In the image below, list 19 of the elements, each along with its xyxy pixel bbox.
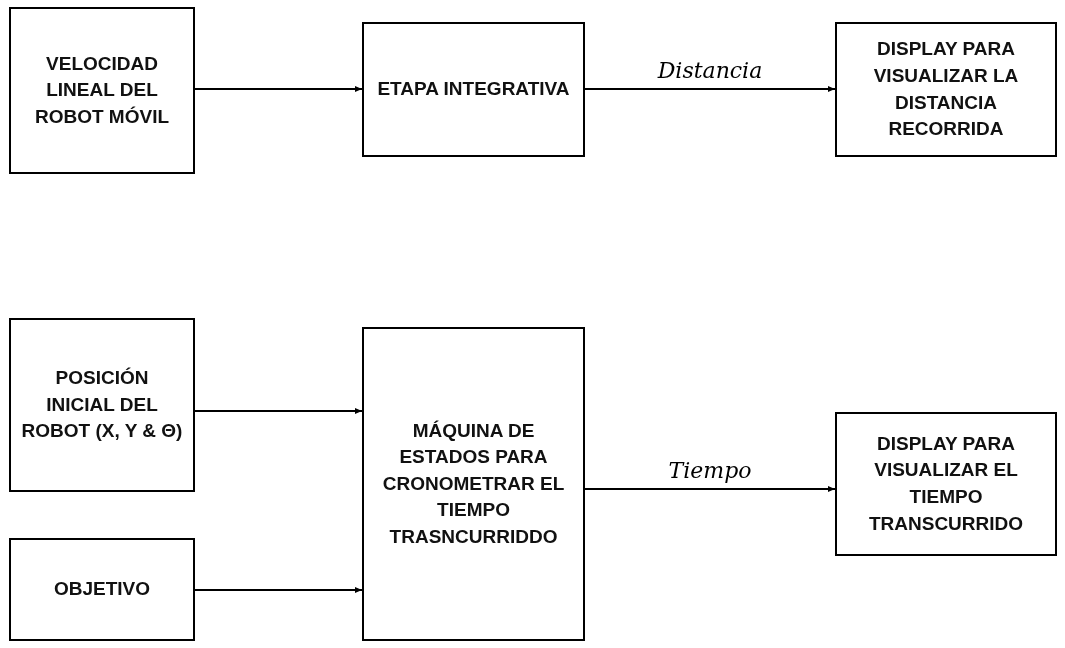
arrow bbox=[194, 587, 363, 593]
process-box bbox=[362, 22, 585, 157]
arrow bbox=[194, 86, 363, 92]
process-box bbox=[362, 327, 585, 641]
process-box bbox=[9, 538, 195, 641]
box-label: POSICIÓN INICIAL DEL ROBOT (X, Y & Θ) bbox=[20, 366, 184, 444]
process-box bbox=[835, 412, 1057, 556]
box-label: MÁQUINA DE ESTADOS PARA CRONOMETRAR EL TIEMPO TRASNCURRIDDO bbox=[381, 418, 566, 549]
process-box bbox=[9, 318, 195, 492]
box-label: ETAPA INTEGRATIVA bbox=[377, 77, 570, 102]
process-box bbox=[9, 7, 195, 174]
arrow bbox=[584, 486, 836, 492]
arrow bbox=[194, 408, 363, 414]
box-label: DISPLAY PARA VISUALIZAR LA DISTANCIA RECORRIDA bbox=[872, 37, 1020, 142]
box-label: DISPLAY PARA VISUALIZAR EL TIEMPO TRANSCURRIDO bbox=[867, 431, 1025, 536]
box-label: OBJETIVO bbox=[53, 577, 151, 602]
process-box bbox=[835, 22, 1057, 157]
arrow bbox=[584, 86, 836, 92]
box-label: VELOCIDAD LINEAL DEL ROBOT MÓVIL bbox=[33, 51, 171, 129]
